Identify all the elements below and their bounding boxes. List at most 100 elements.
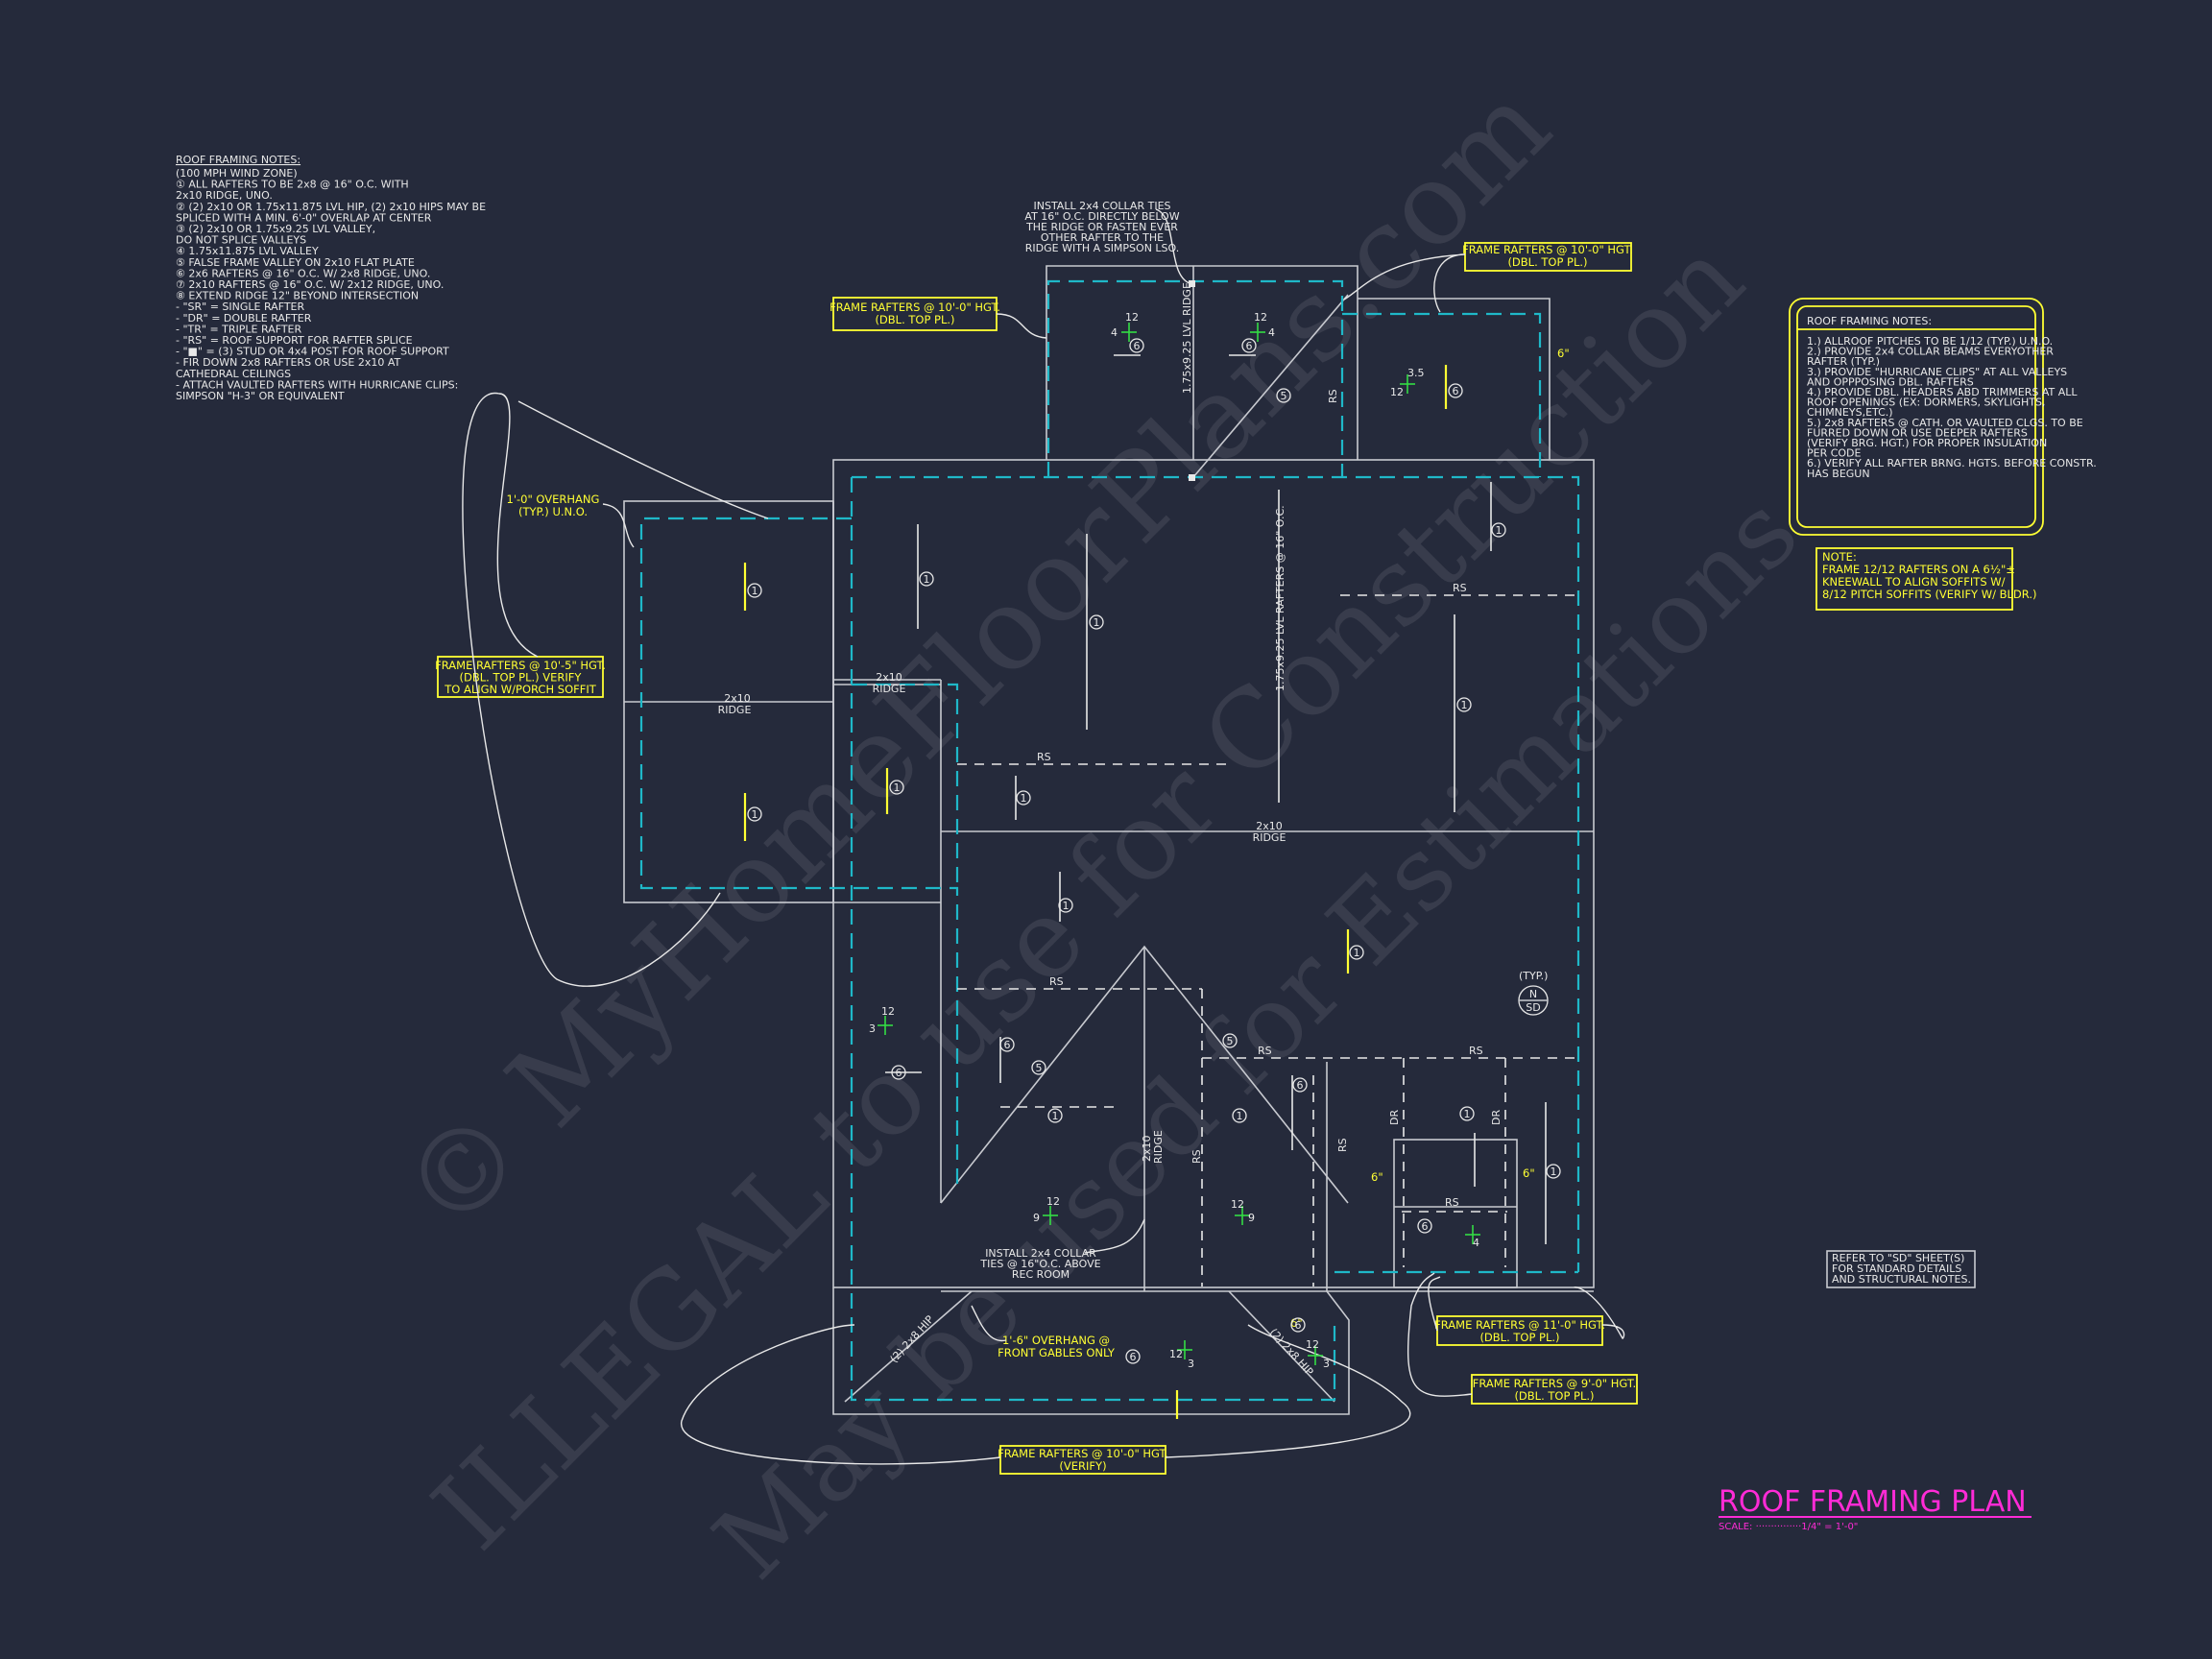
text-line: (DBL. TOP PL.) <box>1507 255 1587 269</box>
tag: 1 <box>1456 697 1472 712</box>
svg-text:1: 1 <box>1052 1110 1059 1122</box>
right-notes-lines: 1.) ALLROOF PITCHES TO BE 1/12 (TYP.) U.… <box>1807 335 2097 480</box>
svg-text:6: 6 <box>1453 385 1459 397</box>
ridge-label: RIDGE <box>718 704 752 716</box>
tag: 5 <box>1222 1033 1238 1048</box>
svg-text:1: 1 <box>1496 524 1503 537</box>
text-line: - ATTACH VAULTED RAFTERS WITH HURRICANE … <box>176 378 458 391</box>
framing-notes-right: ROOF FRAMING NOTES: 1.) ALLROOF PITCHES … <box>1789 298 2097 536</box>
text-line: - "RS" = ROOF SUPPORT FOR RAFTER SPLICE <box>176 334 413 347</box>
text-line: - FIR DOWN 2x8 RAFTERS OR USE 2x10 AT <box>176 356 401 369</box>
text-line: AT 16" O.C. DIRECTLY BELOW <box>1024 210 1179 223</box>
svg-text:3: 3 <box>869 1022 876 1035</box>
text-line: (DBL. TOP PL.) <box>875 313 954 326</box>
text-line: 3.) PROVIDE "HURRICANE CLIPS" AT ALL VAL… <box>1807 366 2067 378</box>
right-notes-title: ROOF FRAMING NOTES: <box>1807 315 1932 327</box>
framing-notes-title: ROOF FRAMING NOTES: <box>176 154 301 166</box>
text-line: 1'-0" OVERHANG <box>507 493 600 506</box>
text-line: (DBL. TOP PL.) <box>1514 1389 1594 1403</box>
callout-frame-bottom: FRAME RAFTERS @ 10'-0" HGT.(VERIFY) <box>681 1324 1411 1475</box>
svg-text:1: 1 <box>1461 699 1468 711</box>
svg-text:12: 12 <box>1169 1348 1183 1360</box>
text-line: AND OPPPOSING DBL. RAFTERS <box>1807 375 1974 388</box>
text-line: 2.) PROVIDE 2x4 COLLAR BEAMS EVERYOTHER <box>1807 346 2054 358</box>
tag: 1 <box>1058 898 1073 913</box>
text-line: ① ALL RAFTERS TO BE 2x8 @ 16" O.C. WITH <box>176 179 409 191</box>
text-line: CHIMNEYS,ETC.) <box>1807 406 1893 419</box>
text-line: 4.) PROVIDE DBL. HEADERS ABD TRIMMERS AT… <box>1807 386 2078 398</box>
tag: 1 <box>1459 1106 1475 1121</box>
drawing-title: ROOF FRAMING PLAN <box>1719 1485 2027 1519</box>
callout-frame-9: FRAME RAFTERS @ 9'-0" HGT.(DBL. TOP PL.) <box>1407 1272 1638 1405</box>
pitch-symbols: 124 124 3.512 123 129 129 123 123 <box>869 311 1480 1370</box>
ridge-label: RIDGE <box>1253 831 1286 844</box>
text-line: ⑥ 2x6 RAFTERS @ 16" O.C. W/ 2x8 RIDGE, U… <box>176 267 430 279</box>
text-line: FRAME RAFTERS @ 10'-0" HGT. <box>998 1447 1168 1460</box>
tag: 6 <box>1129 338 1144 353</box>
svg-text:3: 3 <box>1188 1358 1194 1370</box>
svg-text:6: 6 <box>1134 340 1141 352</box>
tag: 6 <box>891 1065 906 1080</box>
text-line: ⑧ EXTEND RIDGE 12" BEYOND INTERSECTION <box>176 290 419 302</box>
ridge-label-size: 2x10 <box>1141 1135 1153 1162</box>
pitch-symbol: 12 3 <box>1306 1338 1330 1370</box>
text-line: RIDGE WITH A SIMPSON LSO. <box>1025 242 1180 254</box>
rs-label: RS <box>1327 389 1339 403</box>
pitch-symbol: 12 4 <box>1111 311 1139 342</box>
text-line: (VERIFY) <box>1059 1459 1106 1473</box>
rs-label: RS <box>1445 1196 1459 1209</box>
text-line: FOR STANDARD DETAILS <box>1832 1262 1961 1275</box>
text-line: 6.) VERIFY ALL RAFTER BRNG. HGTS. BEFORE… <box>1807 457 2097 469</box>
pitch-symbol: 129 <box>1033 1195 1060 1225</box>
text-line: ③ (2) 2x10 OR 1.75x9.25 LVL VALLEY, <box>176 223 375 235</box>
callout-frame-top-left: FRAME RAFTERS @ 10'-0" HGT.(DBL. TOP PL.… <box>830 297 1047 339</box>
dr-label: DR <box>1490 1110 1503 1125</box>
drawing-scale: SCALE: ···············1/4" = 1'-0" <box>1719 1522 1858 1532</box>
tag: 6 <box>1448 383 1463 398</box>
ridge-label: RIDGE <box>1152 1130 1165 1164</box>
text-line: 8/12 PITCH SOFFITS (VERIFY W/ BLDR.) <box>1822 588 2037 601</box>
svg-text:3.5: 3.5 <box>1407 367 1425 379</box>
tag: 1 <box>1349 945 1364 960</box>
text-line: - "TR" = TRIPLE RAFTER <box>176 323 301 335</box>
ridge-label: RIDGE <box>873 683 906 695</box>
tag: 1 <box>1047 1108 1063 1123</box>
svg-text:3: 3 <box>1323 1358 1330 1370</box>
dim-label: 6" <box>1371 1170 1383 1184</box>
pitch-symbol: 3.512 <box>1390 367 1425 398</box>
tag: 5 <box>1276 388 1291 403</box>
text-line: - "DR" = DOUBLE RAFTER <box>176 312 312 325</box>
text-line: (DBL. TOP PL.) VERIFY <box>460 671 583 685</box>
text-line: NOTE: <box>1822 550 1857 564</box>
section-marker: (TYP.) N SD <box>1518 970 1549 1016</box>
text-line: RAFTER (TYP.) <box>1807 355 1880 368</box>
rafter-arrows <box>743 354 1547 1419</box>
text-line: FRAME RAFTERS @ 10'-5" HGT. <box>435 659 606 672</box>
tag: 6 <box>1125 1349 1141 1364</box>
rs-label: RS <box>1258 1045 1272 1057</box>
svg-text:6: 6 <box>1297 1079 1304 1092</box>
svg-text:4: 4 <box>1111 326 1118 339</box>
svg-text:12: 12 <box>1046 1195 1060 1208</box>
watermark-line-2: ILLEGAL to use for Construction <box>410 216 1767 1574</box>
svg-text:1: 1 <box>752 585 758 597</box>
svg-text:5: 5 <box>1281 390 1287 402</box>
reference-tags: 1 1 1 1 1 1 1 1 1 1 1 1 1 1 5 5 5 6 6 6 … <box>747 338 1561 1364</box>
svg-text:6: 6 <box>896 1067 902 1079</box>
text-line: KNEEWALL TO ALIGN SOFFITS W/ <box>1822 575 2006 589</box>
svg-text:6: 6 <box>1004 1039 1011 1051</box>
section-number: N <box>1529 988 1537 1000</box>
callout-frame-porch: FRAME RAFTERS @ 10'-5" HGT.(DBL. TOP PL.… <box>435 393 769 987</box>
text-line: FRAME RAFTERS @ 10'-0" HGT. <box>830 301 1000 314</box>
callout-frame-top-right: FRAME RAFTERS @ 10'-0" HGT.(DBL. TOP PL.… <box>1343 242 1633 313</box>
text-line: INSTALL 2x4 COLLAR TIES <box>1033 200 1170 212</box>
svg-text:12: 12 <box>1306 1338 1319 1351</box>
text-line: (100 MPH WIND ZONE) <box>176 167 298 180</box>
text-line: INSTALL 2x4 COLLAR <box>985 1247 1096 1260</box>
text-line: FRAME RAFTERS @ 11'-0" HGT. <box>1434 1318 1605 1332</box>
svg-text:12: 12 <box>1125 311 1139 324</box>
text-line: FRAME RAFTERS @ 10'-0" HGT. <box>1462 243 1633 256</box>
callout-frame-11: FRAME RAFTERS @ 11'-0" HGT.(DBL. TOP PL.… <box>1428 1276 1625 1346</box>
tag: 6 <box>999 1037 1015 1052</box>
